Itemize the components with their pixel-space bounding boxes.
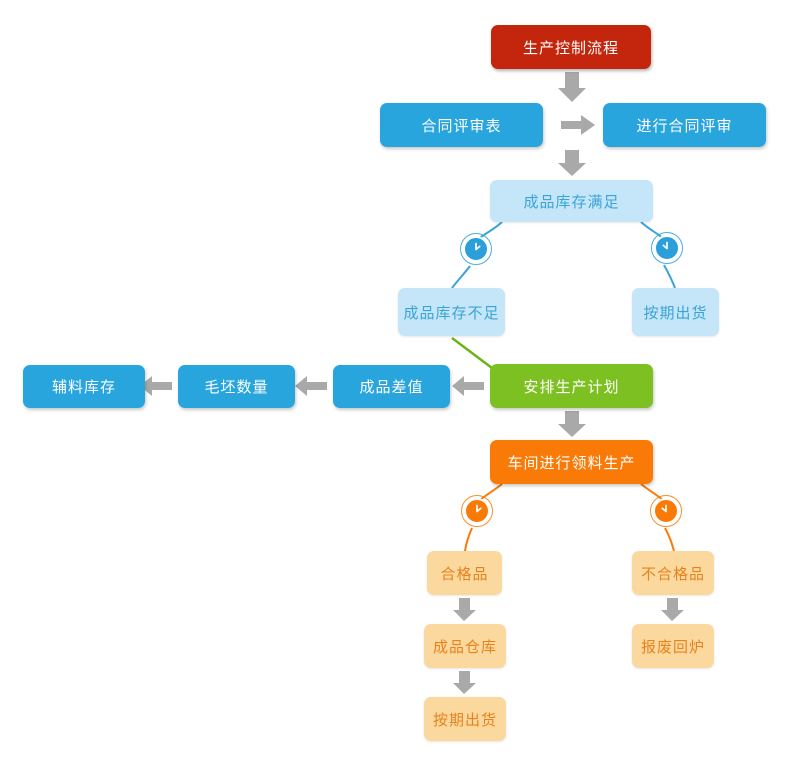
node-finished-goods-warehouse[interactable]: 成品仓库 — [424, 624, 506, 668]
clock-arrow-icon[interactable] — [460, 233, 492, 265]
node-blank-quantity[interactable]: 毛坯数量 — [178, 365, 295, 408]
block-arrow-contract-to-stock — [558, 150, 586, 176]
node-auxiliary-material-stock[interactable]: 辅料库存 — [23, 365, 145, 408]
node-label: 不合格品 — [640, 565, 705, 583]
connector-curve-badge-to-shortage — [451, 265, 471, 289]
node-label: 安排生产计划 — [523, 378, 620, 396]
node-label: 成品仓库 — [432, 638, 497, 656]
clock-arrow-mirror-glyph — [662, 241, 668, 250]
node-label: 按期出货 — [432, 711, 497, 729]
badge-ring — [650, 495, 682, 527]
badge-ring — [651, 232, 683, 264]
node-label: 车间进行领料生产 — [507, 454, 636, 472]
node-scrap-remelt[interactable]: 报废回炉 — [632, 624, 714, 668]
node-on-time-shipment-upper[interactable]: 按期出货 — [632, 288, 719, 336]
node-label: 报废回炉 — [640, 638, 705, 656]
block-arrow-root-to-contract — [558, 72, 586, 102]
block-arrow-plan-to-production — [558, 411, 586, 437]
block-arrow-contract-form-to-review — [561, 115, 595, 135]
node-perform-contract-review[interactable]: 进行合同评审 — [603, 103, 766, 147]
node-label: 毛坯数量 — [204, 379, 269, 396]
node-schedule-production-plan[interactable]: 安排生产计划 — [490, 364, 653, 408]
node-on-time-shipment-lower[interactable]: 按期出货 — [424, 697, 506, 741]
node-label: 合格品 — [440, 565, 489, 583]
badge-ring — [461, 495, 493, 527]
node-label: 成品库存满足 — [523, 193, 620, 211]
badge-disc — [464, 498, 490, 524]
node-label: 生产控制流程 — [522, 39, 619, 57]
node-label: 按期出货 — [643, 304, 708, 322]
clock-arrow-mirror-icon[interactable] — [651, 232, 683, 264]
node-qualified-product[interactable]: 合格品 — [427, 551, 502, 595]
node-label: 进行合同评审 — [636, 117, 733, 135]
block-arrow-diff-to-blank — [295, 376, 327, 396]
clock-arrow-mirror-icon[interactable] — [650, 495, 682, 527]
connector-curve-badge-to-pass — [464, 527, 473, 552]
node-label: 成品库存不足 — [403, 304, 500, 322]
badge-ring — [460, 233, 492, 265]
node-label: 合同评审表 — [421, 117, 502, 135]
clock-arrow-glyph — [476, 504, 482, 513]
connector-curve-badge-to-fail — [664, 527, 675, 552]
node-finished-stock-insufficient[interactable]: 成品库存不足 — [398, 288, 505, 336]
clock-arrow-glyph — [475, 242, 481, 251]
block-arrow-pass-to-warehouse — [453, 598, 476, 621]
node-unqualified-product[interactable]: 不合格品 — [632, 551, 714, 595]
node-workshop-material-production[interactable]: 车间进行领料生产 — [490, 440, 653, 484]
node-contract-review-form[interactable]: 合同评审表 — [380, 103, 543, 147]
node-label: 成品差值 — [359, 379, 424, 396]
connector-line-shortage-to-plan — [451, 337, 493, 369]
node-finished-goods-difference[interactable]: 成品差值 — [333, 365, 450, 408]
block-arrow-plan-to-diff — [452, 376, 484, 396]
clock-arrow-mirror-glyph — [661, 504, 667, 513]
node-label: 辅料库存 — [51, 379, 116, 396]
clock-arrow-icon[interactable] — [461, 495, 493, 527]
node-finished-stock-sufficient[interactable]: 成品库存满足 — [490, 180, 653, 222]
node-production-control-process[interactable]: 生产控制流程 — [491, 25, 651, 69]
block-arrow-fail-to-scrap — [661, 598, 684, 621]
block-arrow-warehouse-to-shipment — [453, 671, 476, 694]
connector-curve-badge-to-ontime — [663, 264, 676, 289]
